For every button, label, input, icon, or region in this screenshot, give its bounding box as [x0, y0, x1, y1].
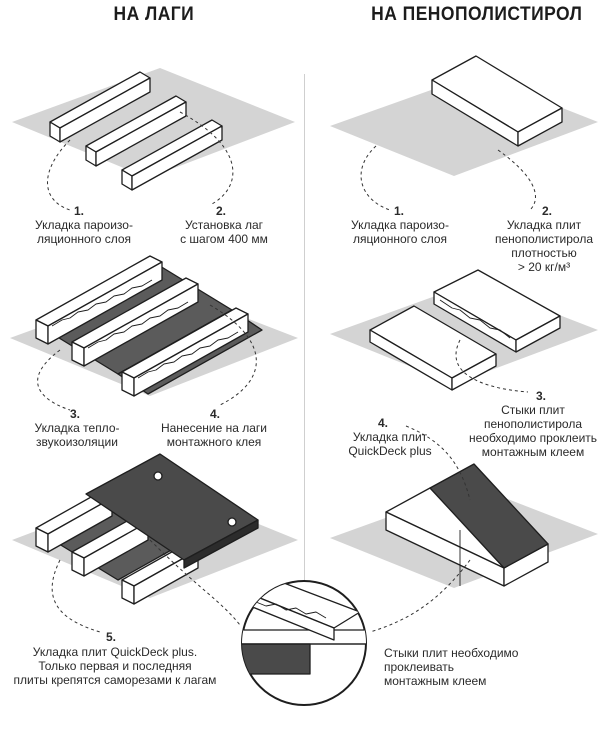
leader-right-4	[405, 425, 471, 501]
right-eps-board-1	[431, 55, 563, 147]
left-step-3-text: Укладка тепло- звукоизоляции	[34, 421, 120, 449]
column-divider	[304, 74, 305, 586]
left-quickdeck-board	[85, 453, 259, 569]
left-step-3-number: 3.	[70, 407, 81, 421]
leader-right-1	[360, 145, 391, 211]
right-eps-boards-2	[369, 269, 561, 391]
left-step-2-number: 2.	[216, 204, 227, 218]
leader-left-1	[47, 139, 71, 211]
right-step-2-text: Укладка плит пенополистирола плотностью …	[494, 218, 594, 274]
left-step-4-number: 4.	[210, 407, 221, 421]
detail-circle	[241, 580, 367, 706]
screw-hole	[227, 517, 237, 527]
heading-left: НА ЛАГИ	[113, 4, 195, 25]
left-joists-1	[49, 71, 223, 191]
right-step-4-number: 4.	[378, 416, 389, 430]
left-step-5-text: Укладка плит QuickDeck plus. Только перв…	[13, 645, 217, 687]
right-step-1-text: Укладка пароизо- ляционного слоя	[351, 218, 449, 246]
right-step-1-number: 1.	[394, 204, 405, 218]
leader-right-3	[455, 339, 529, 393]
right-step-4-text: Укладка плит QuickDeck plus	[348, 430, 432, 458]
leader-left-5	[51, 559, 101, 633]
left-step-2-text: Установка лаг с шагом 400 мм	[180, 218, 268, 246]
left-step-4-text: Нанесение на лаги монтажного клея	[160, 421, 268, 449]
left-step-1-number: 1.	[74, 204, 85, 218]
left-joists-2	[35, 255, 249, 397]
right-step-3-text: Стыки плит пенополистирола необходимо пр…	[468, 403, 598, 459]
leader-left-2	[179, 111, 234, 206]
left-step-1-text: Укладка пароизо- ляционного слоя	[35, 218, 133, 246]
leader-left-4	[209, 304, 257, 406]
leader-right-2	[497, 149, 536, 211]
right-step-3-number: 3.	[536, 389, 547, 403]
detail-note: Стыки плит необходимо проклеивать монтаж…	[384, 646, 519, 688]
left-joists-3	[35, 491, 199, 605]
leader-left-3	[37, 349, 71, 411]
left-step-5-number: 5.	[106, 630, 117, 644]
screw-hole	[153, 471, 163, 481]
right-step-2-number: 2.	[542, 204, 553, 218]
heading-right: НА ПЕНОПОЛИСТИРОЛ	[371, 4, 583, 25]
